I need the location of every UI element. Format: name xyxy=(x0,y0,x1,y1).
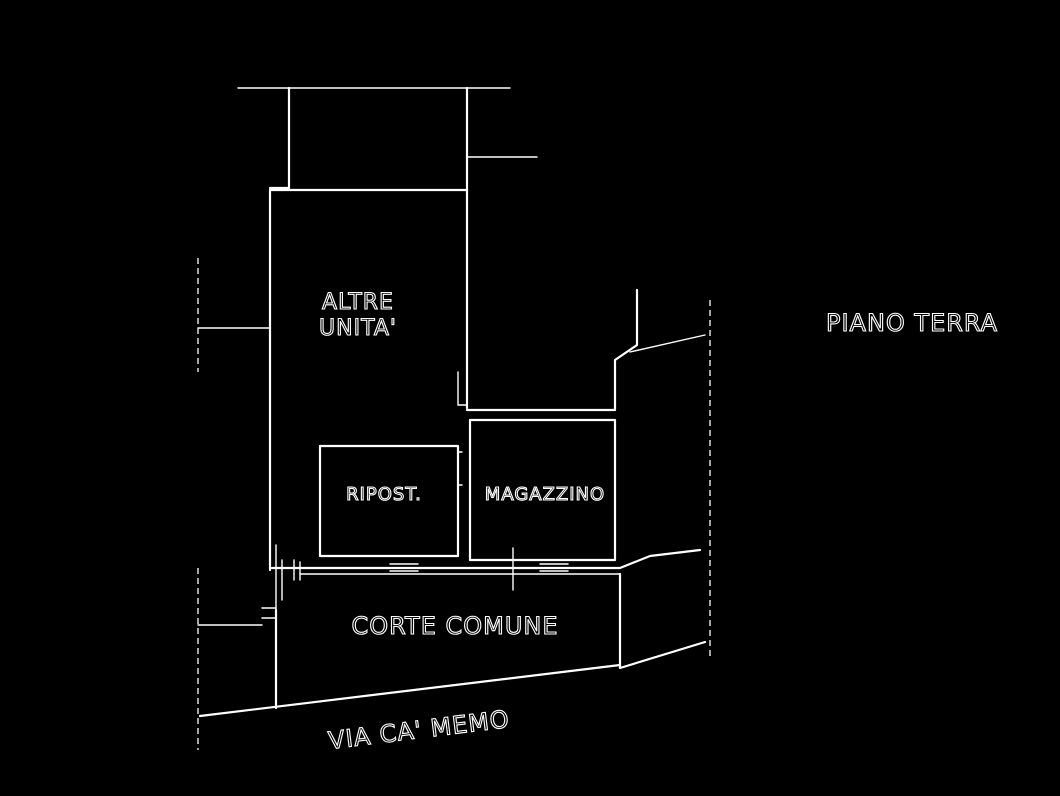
courtyard-right-wall xyxy=(618,572,707,670)
magazzino-walls xyxy=(468,418,617,562)
window-1 xyxy=(389,563,419,572)
steps xyxy=(275,544,301,611)
upper-left-wall xyxy=(268,86,291,190)
street-edge xyxy=(198,663,622,718)
label-altre-line1: ALTRE xyxy=(322,290,394,315)
label-altre-line2: UNITA' xyxy=(319,316,397,341)
label-floor: PIANO TERRA xyxy=(826,309,998,337)
right-slope-line xyxy=(629,334,706,353)
right-upper-wall xyxy=(465,288,639,412)
label-magazzino: MAGAZZINO xyxy=(485,484,605,505)
door-mark-1 xyxy=(457,451,463,486)
label-street: VIA CA' MEMO xyxy=(327,705,511,755)
front-wall xyxy=(270,548,702,570)
ripostiglio-walls xyxy=(318,444,460,558)
window-2 xyxy=(539,563,569,572)
entry-detail xyxy=(261,607,277,619)
notch xyxy=(457,371,468,406)
label-corte-comune: CORTE COMUNE xyxy=(351,612,558,640)
building-walls xyxy=(197,86,711,750)
label-ripostiglio: RIPOST. xyxy=(346,484,422,505)
plan-labels: ALTRE UNITA' RIPOST. MAGAZZINO CORTE COM… xyxy=(319,289,998,755)
